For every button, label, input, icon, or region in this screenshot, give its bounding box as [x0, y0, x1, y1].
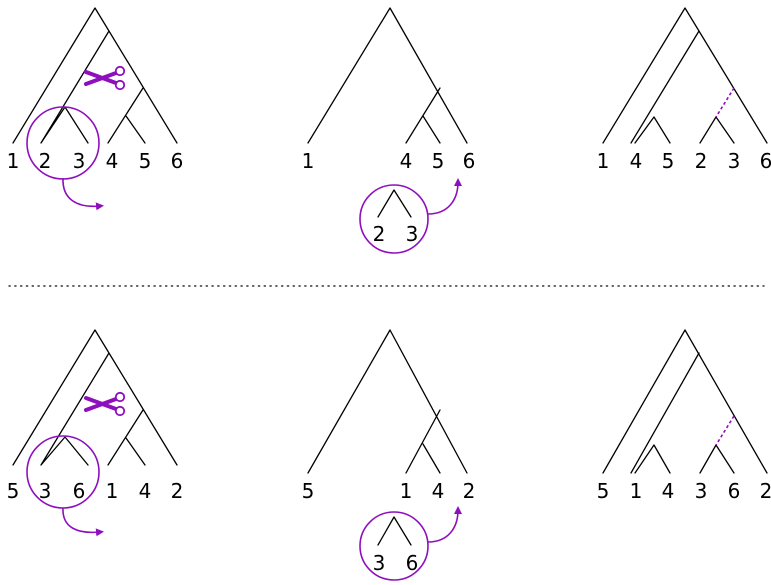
scissors-icon	[84, 391, 126, 417]
scissors-icon	[84, 65, 126, 91]
row-2: 5 3 6 1 4 2 5 1 4 2 3 6 5 1 4	[7, 329, 771, 581]
detached-subtree-2: 3 6	[359, 506, 462, 581]
curved-arrow-icon	[427, 506, 462, 543]
leaf-label: 3	[373, 551, 386, 575]
leaf-label: 1	[106, 479, 119, 503]
subtree-highlight-circle	[359, 184, 429, 254]
leaf-label: 3	[39, 479, 52, 503]
leaf-label: 2	[463, 479, 476, 503]
leaf-label: 1	[302, 149, 315, 173]
leaf-label: 4	[400, 149, 413, 173]
curved-arrow-icon	[62, 507, 104, 537]
tree-branches	[602, 329, 768, 474]
leaf-label: 3	[728, 149, 741, 173]
leaf-label: 1	[7, 149, 20, 173]
leaf-label: 5	[597, 479, 610, 503]
leaf-label: 1	[630, 479, 643, 503]
regrafted-tree-1: 1 4 5 2 3 6	[597, 7, 771, 173]
leaf-label: 2	[39, 149, 52, 173]
leaf-label: 5	[7, 479, 20, 503]
leaf-label: 6	[760, 149, 771, 173]
leaf-label: 3	[73, 149, 86, 173]
tree-branches	[307, 7, 468, 144]
leaf-label: 1	[400, 479, 413, 503]
leaf-label: 3	[406, 222, 419, 246]
leaf-label: 4	[630, 149, 643, 173]
leaf-label: 5	[139, 149, 152, 173]
leaf-label: 1	[597, 149, 610, 173]
leaf-label: 5	[302, 479, 315, 503]
leaf-label: 2	[373, 222, 386, 246]
regraft-edge	[715, 87, 735, 118]
tree-branches	[602, 7, 768, 144]
subtree-highlight-circle	[359, 511, 429, 581]
leaf-label: 4	[139, 479, 152, 503]
curved-arrow-icon	[62, 177, 104, 211]
tree-branches	[12, 329, 178, 466]
leaf-label: 4	[106, 149, 119, 173]
leaf-label: 4	[662, 479, 675, 503]
pruned-tree-1: 1 4 5 6	[302, 7, 476, 173]
leaf-label: 6	[406, 551, 419, 575]
leaf-label: 6	[73, 479, 86, 503]
leaf-label: 2	[171, 479, 184, 503]
leaf-label: 2	[695, 149, 708, 173]
subtree-branches	[377, 189, 412, 218]
leaf-label: 5	[662, 149, 675, 173]
original-tree-2: 5 3 6 1 4 2	[7, 329, 184, 537]
row-1: 1 2 3 4 5 6 1 4 5 6 2 3 1 4 5	[7, 7, 771, 254]
curved-arrow-icon	[427, 178, 462, 215]
leaf-label: 5	[432, 149, 445, 173]
tree-branches	[12, 7, 178, 144]
leaf-label: 6	[728, 479, 741, 503]
original-tree-1: 1 2 3 4 5 6	[7, 7, 184, 211]
regrafted-tree-2: 5 1 4 3 6 2	[597, 329, 771, 503]
leaf-label: 2	[760, 479, 771, 503]
leaf-label: 3	[695, 479, 708, 503]
tree-branches	[307, 329, 468, 474]
regraft-edge	[715, 415, 735, 446]
detached-subtree-1: 2 3	[359, 178, 462, 254]
pruned-tree-2: 5 1 4 2	[302, 329, 476, 503]
leaf-label: 6	[463, 149, 476, 173]
leaf-label: 4	[432, 479, 445, 503]
leaf-label: 6	[171, 149, 184, 173]
subtree-branches	[377, 516, 412, 546]
